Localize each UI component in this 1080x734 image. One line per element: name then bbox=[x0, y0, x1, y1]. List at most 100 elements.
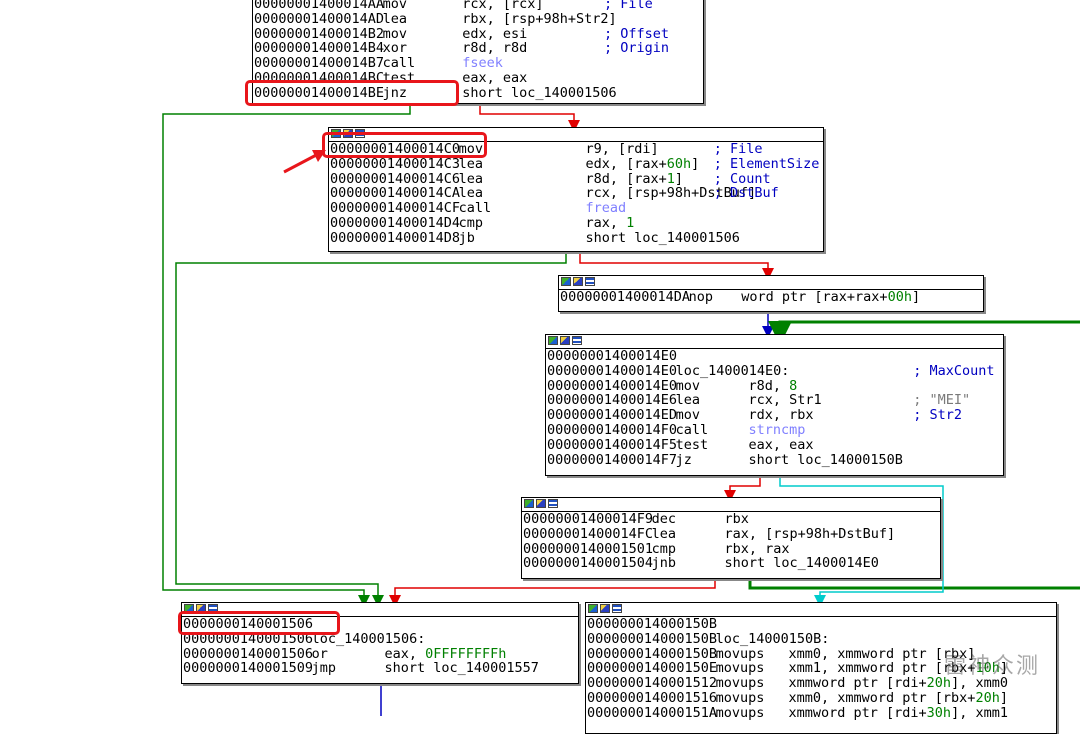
color-icon[interactable] bbox=[548, 336, 558, 345]
text-view-icon[interactable] bbox=[612, 604, 622, 613]
color-icon[interactable] bbox=[524, 499, 534, 508]
operands: r8d, [rax+1] bbox=[585, 170, 684, 187]
operands: rax, 1 bbox=[585, 214, 635, 231]
text-view-icon[interactable] bbox=[572, 336, 582, 345]
instruction-address: 00000001400014FC bbox=[523, 525, 654, 542]
edge-fallthrough bbox=[479, 104, 580, 132]
color-icon[interactable] bbox=[561, 277, 571, 286]
mnemonic: mov bbox=[675, 377, 700, 394]
edge-loop-back bbox=[748, 578, 1080, 590]
operands: r8d, 8 bbox=[748, 377, 798, 394]
graph-icon[interactable] bbox=[573, 277, 583, 286]
instruction-address: 00000001400014AD bbox=[254, 10, 385, 27]
instruction-address: 000000014000150B bbox=[587, 645, 718, 662]
text-view-icon[interactable] bbox=[585, 277, 595, 286]
operands: rax, [rsp+98h+DstBuf] bbox=[724, 525, 896, 542]
mnemonic: loc_14000150B: bbox=[715, 630, 830, 647]
asm-line[interactable]: 000000014000150B bbox=[586, 617, 1056, 632]
comment: ; File bbox=[713, 141, 763, 157]
operands: xmmword ptr [rdi+20h], xmm0 bbox=[788, 675, 1008, 692]
operands: rdx, rbx bbox=[748, 407, 814, 424]
color-icon[interactable] bbox=[588, 604, 598, 613]
mnemonic: loc_1400014E0: bbox=[675, 362, 790, 379]
instruction-address: 00000001400014D4 bbox=[330, 214, 461, 231]
comment: ; Offset bbox=[604, 25, 670, 42]
instruction-address: 00000001400014E0 bbox=[547, 377, 678, 394]
mnemonic: or bbox=[311, 645, 328, 662]
instruction-address: 00000001400014AA bbox=[254, 0, 385, 12]
instruction-address: 00000001400014CA bbox=[330, 185, 461, 202]
instruction-address: 00000001400014ED bbox=[547, 407, 678, 424]
operands: rbx bbox=[724, 511, 749, 527]
instruction-address: 00000001400014B4 bbox=[254, 40, 385, 57]
asm-line[interactable]: 00000001400014E0 bbox=[546, 349, 1003, 364]
mnemonic: jmp bbox=[311, 660, 336, 677]
operands: eax, eax bbox=[462, 69, 528, 86]
comment: ; MaxCount bbox=[913, 362, 995, 379]
highlight-addr-14C0 bbox=[322, 132, 487, 158]
mnemonic: nop bbox=[688, 289, 713, 305]
graph-icon[interactable] bbox=[536, 499, 546, 508]
graph-icon[interactable] bbox=[600, 604, 610, 613]
block-header-icons bbox=[522, 498, 940, 512]
asm-line[interactable]: 0000000140001506 bbox=[182, 617, 578, 632]
instruction-address: 00000001400014C6 bbox=[330, 170, 461, 187]
block-header-icons bbox=[586, 603, 1056, 617]
operands: rbx, rax bbox=[724, 540, 790, 557]
instruction-address: 0000000140001506 bbox=[183, 645, 314, 662]
text-view-icon[interactable] bbox=[548, 499, 558, 508]
instruction-address: 000000014000150E bbox=[587, 660, 718, 677]
instruction-address: 0000000140001504 bbox=[523, 555, 654, 572]
operands: xmm0, xmmword ptr [rbx+20h] bbox=[788, 689, 1008, 706]
instruction-address: 00000001400014E0 bbox=[547, 362, 678, 379]
highlight-addr-1506 bbox=[178, 611, 340, 635]
mnemonic: mov bbox=[382, 0, 407, 12]
comment: ; Count bbox=[713, 170, 771, 187]
mnemonic: mov bbox=[382, 25, 407, 42]
operands: rcx, [rsp+98h+DstBuf] bbox=[585, 185, 757, 202]
graph-icon[interactable] bbox=[560, 336, 570, 345]
